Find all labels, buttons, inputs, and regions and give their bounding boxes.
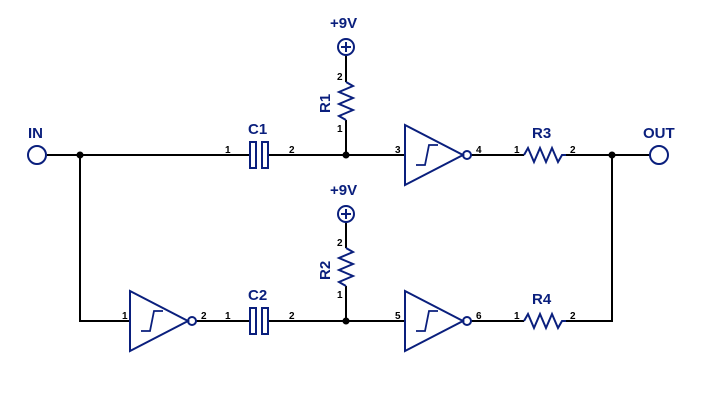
wires: [47, 55, 650, 322]
capacitor-c1-plate-right: [261, 141, 269, 169]
resistor-r1-pin2: 2: [337, 72, 343, 83]
buffer-u-top-triangle: [404, 123, 466, 187]
buffer-u-bottom-bubble: [462, 316, 472, 326]
capacitor-c1-plate-left: [249, 141, 257, 169]
resistor-r2-ref: R2: [317, 261, 334, 280]
wire-r4-to-right: [566, 155, 613, 322]
buffer-u-bottom-triangle: [404, 289, 466, 353]
input-label: IN: [28, 125, 43, 142]
power-top-circle: [337, 38, 355, 56]
hysteresis-icon: [141, 310, 163, 332]
resistor-r2-body: [336, 247, 356, 287]
buffer-u-bottom-pin-out: 6: [476, 311, 482, 322]
resistor-r3-pin1: 1: [514, 145, 520, 156]
buffer-u-top-bubble: [462, 150, 472, 160]
junction-dot: [342, 317, 350, 325]
hysteresis-icon: [416, 144, 438, 166]
buffer-u-top-pin-in: 3: [395, 145, 401, 156]
capacitor-c2-plate-left: [249, 307, 257, 335]
resistor-r3-body: [523, 145, 566, 165]
buffer-u-left-bubble: [187, 316, 197, 326]
buffer-u-top: 3 4: [395, 123, 482, 187]
buffer-u-left-pin-in: 1: [122, 311, 128, 322]
capacitor-c2-plate-right: [261, 307, 269, 335]
power-bottom-label: +9V: [330, 182, 357, 199]
resistor-r2-pin2: 2: [337, 238, 343, 249]
capacitor-c2-pin2: 2: [289, 311, 295, 322]
resistor-r1: R1 2 1: [317, 72, 356, 135]
resistor-r3: R3 1 2: [514, 125, 576, 165]
junction-dot: [342, 151, 350, 159]
buffer-u-bottom-pin-in: 5: [395, 311, 401, 322]
hysteresis-icon: [416, 310, 438, 332]
resistor-r2: R2 2 1: [317, 238, 356, 301]
power-top-label: +9V: [330, 15, 357, 32]
buffer-u-left-pin-out: 2: [201, 311, 207, 322]
resistor-r4-pin1: 1: [514, 311, 520, 322]
buffer-u-bottom: 5 6: [395, 289, 482, 353]
power-bottom-plus: [341, 209, 351, 219]
junction-dot: [608, 151, 616, 159]
buffer-u-top-pin-out: 4: [476, 145, 482, 156]
junctions: [76, 151, 616, 325]
capacitor-c2-pin1: 1: [225, 311, 231, 322]
buffer-u-left: 1 2: [122, 289, 207, 353]
input-terminal: IN: [27, 125, 47, 165]
power-top: +9V: [330, 15, 357, 56]
resistor-r4-pin2: 2: [570, 311, 576, 322]
resistor-r1-body: [336, 81, 356, 121]
power-top-plus: [341, 42, 351, 52]
resistor-r4-body: [523, 311, 566, 331]
resistor-r4-ref: R4: [532, 291, 552, 308]
power-bottom-circle: [337, 205, 355, 223]
capacitor-c2-ref: C2: [248, 287, 267, 304]
output-terminal-circle: [649, 145, 669, 165]
wire-in-down: [79, 155, 130, 322]
resistor-r3-pin2: 2: [570, 145, 576, 156]
capacitor-c1-pin1: 1: [225, 145, 231, 156]
resistor-r1-pin1: 1: [337, 124, 343, 135]
input-terminal-circle: [27, 145, 47, 165]
capacitor-c1: C1 1 2: [225, 121, 295, 169]
output-label: OUT: [643, 125, 675, 142]
resistor-r4: R4 1 2: [514, 291, 576, 331]
resistor-r3-ref: R3: [532, 125, 551, 142]
output-terminal: OUT: [643, 125, 675, 165]
capacitor-c1-ref: C1: [248, 121, 267, 138]
power-bottom: +9V: [330, 182, 357, 223]
capacitor-c1-pin2: 2: [289, 145, 295, 156]
resistor-r1-ref: R1: [317, 94, 334, 113]
capacitor-c2: C2 1 2: [225, 287, 295, 335]
junction-dot: [76, 151, 84, 159]
resistor-r2-pin1: 1: [337, 290, 343, 301]
buffer-u-left-triangle: [129, 289, 191, 353]
